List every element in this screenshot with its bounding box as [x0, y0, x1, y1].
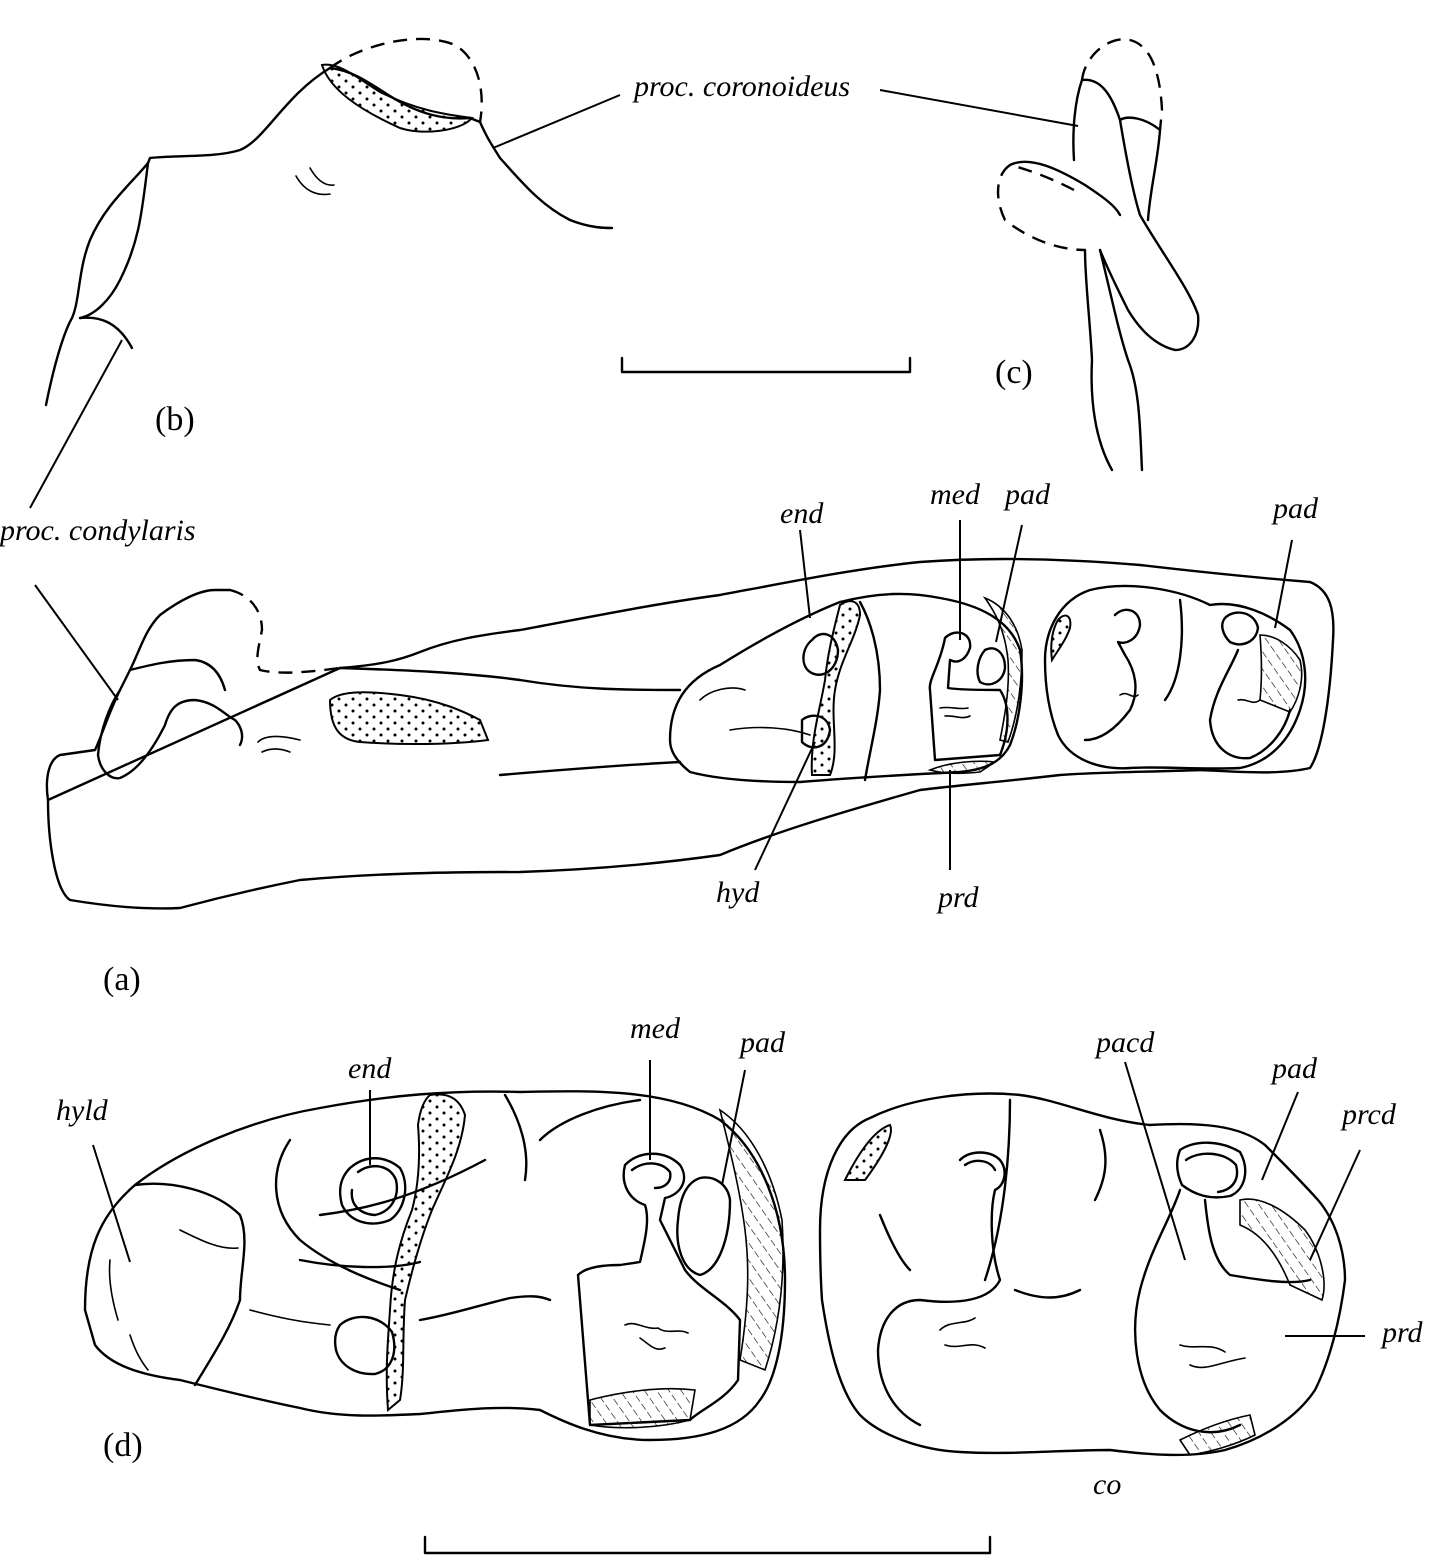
label-d-pad-m2: pad	[1270, 1052, 1318, 1085]
panel-label-a: (a)	[103, 961, 141, 998]
panel-c-drawing	[996, 38, 1200, 472]
panel-a-drawing	[45, 557, 1335, 910]
leader-lines	[29, 89, 1365, 1337]
scale-bar-lower	[423, 1535, 992, 1555]
label-d-pad-m1: pad	[738, 1026, 786, 1059]
label-d-end: end	[348, 1052, 392, 1085]
label-a-pad-m2: pad	[1271, 492, 1319, 525]
panel-label-b: (b)	[155, 401, 195, 438]
panel-label-d: (d)	[103, 1427, 143, 1464]
label-d-co: co	[1093, 1468, 1121, 1501]
label-a-prd: prd	[936, 881, 980, 914]
label-a-pad-m1: pad	[1003, 478, 1051, 511]
label-d-prcd: prcd	[1340, 1098, 1397, 1131]
panel-label-c: (c)	[995, 354, 1033, 391]
label-d-prd: prd	[1380, 1316, 1424, 1349]
scale-bar-upper	[620, 356, 912, 374]
label-d-med: med	[630, 1012, 681, 1045]
panel-b-drawing	[44, 37, 614, 407]
label-a-med: med	[930, 478, 981, 511]
label-d-hyld: hyld	[56, 1094, 109, 1127]
label-d-pacd: pacd	[1094, 1026, 1155, 1059]
label-a-hyd: hyd	[716, 876, 760, 909]
panel-d-drawing	[83, 1090, 1347, 1457]
label-proc-coronoideus: proc. coronoideus	[632, 70, 850, 103]
label-a-end: end	[780, 497, 824, 530]
label-proc-condylaris: proc. condylaris	[0, 514, 196, 547]
